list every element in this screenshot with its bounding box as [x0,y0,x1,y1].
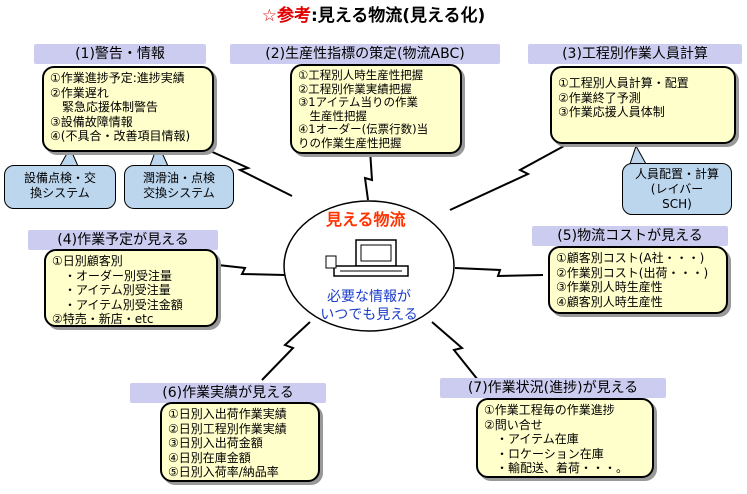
header-s4: (4)作業予定が見える [28,230,218,250]
header-s5: (5)物流コストが見える [532,226,728,246]
c3-line: 人員配置・計算 [634,167,719,181]
center-title: 見える物流 [326,210,406,229]
s7-line: ・ロケーション在庫 [484,446,604,461]
s4-line: ・アイテム別受注金額 [52,297,183,312]
s3-line: ③作業応援人員体制 [558,105,665,119]
s4-line: ・アイテム別受注量 [52,283,171,297]
s3-line: ①工程別人員計算・配置 [558,76,689,90]
s1-line: ①作業進捗予定:進捗実績 [50,71,185,85]
callout-tail-c3 [629,144,647,165]
box-s5: ①顧客別コスト(A社・・・) ②作業別コスト(出荷・・・) ③作業別人時生産性 … [548,246,728,314]
c1-line: 設備点検・交 [23,171,96,185]
s7-line: ・アイテム在庫 [484,432,579,446]
s5-line: ④顧客別人時生産性 [556,294,663,309]
s5-line: ①顧客別コスト(A社・・・) [556,251,705,265]
center-subtitle-line: いつでも見える [320,307,418,323]
s2-line: 生産性把握 [298,108,367,123]
s6-line: ③日別入出荷金額 [168,436,263,450]
callout-c2: 潤滑油・点検 交換システム [124,165,234,209]
connector-s1 [207,149,293,197]
s5-line: ②作業別コスト(出荷・・・) [556,265,709,280]
s4-line: ・オーダー別受注量 [52,268,173,283]
s6-line: ②日別工程別作業実績 [168,421,287,436]
s1-line: ④(不具合・改善項目情報) [50,129,191,143]
box-s1: ①作業進捗予定:進捗実績 ②作業遅れ 緊急応援体制警告 ③設備故障情報 ④(不具… [42,66,214,152]
c3-line: (レイバー [650,182,704,196]
c2-line: 潤滑油・点検 [142,171,215,185]
connector-s7 [431,321,479,381]
s2-line: りの作業生産性把握 [298,135,402,150]
callout-c1: 設備点検・交 換システム [4,165,116,209]
box-s2: ①工程別人時生産性把握 ②工程別作業実績把握 ③1アイテム当りの作業 生産性把握… [290,64,462,154]
s4-line: ②特売・新店・etc [52,312,154,326]
s1-line: ②作業遅れ [50,85,109,100]
s2-line: ④1オーダー(伝票行数)当 [298,122,429,136]
header-s7: (7)作業状況(進捗)が見える [440,378,666,398]
s2-line: ②工程別作業実績把握 [298,81,412,96]
connector-s2 [363,149,374,201]
s5-line: ③作業別人時生産性 [556,280,663,294]
s7-line: ①作業工程毎の作業進捗 [484,403,615,417]
center-subtitle-line: 必要な情報が [327,289,411,305]
s7-line: ・輸配送、着荷・・・。 [484,461,629,475]
center-subtitle: 必要な情報が いつでも見える [309,288,429,324]
computer-icon [325,239,409,277]
s4-line: ①日別顧客別 [52,254,123,268]
s3-line: ②作業終了予測 [558,90,641,105]
s1-line: ③設備故障情報 [50,114,133,129]
c1-line: 換システム [30,186,90,200]
connector-s6 [261,321,311,381]
connector-s3 [449,139,576,211]
c3-line: SCH) [662,197,692,211]
s6-line: ①日別入出荷作業実績 [168,407,287,421]
callout-c3: 人員配置・計算 (レイバー SCH) [622,163,732,215]
header-s3: (3)工程別作業人員計算 [528,44,742,64]
title-ref: 参考 [276,6,311,26]
box-s6: ①日別入出荷作業実績 ②日別工程別作業実績 ③日別入出荷金額 ④日別在庫金額 ⑤… [160,402,320,482]
c2-line: 交換システム [143,186,215,200]
header-s6: (6)作業実績が見える [130,383,326,403]
s2-line: ③1アイテム当りの作業 [298,95,418,109]
header-s2: (2)生産性指標の策定(物流ABC) [230,44,500,64]
s2-line: ①工程別人時生産性把握 [298,68,424,82]
box-s3: ①工程別人員計算・配置 ②作業終了予測 ③作業応援人員体制 [550,66,736,144]
box-s7: ①作業工程毎の作業進捗 ②問い合せ ・アイテム在庫 ・ロケーション在庫 ・輸配送… [476,398,654,478]
header-s1: (1)警告・情報 [34,44,206,64]
page-title: ☆参考:見える物流(見える化) [0,1,747,26]
star-icon: ☆ [261,6,277,26]
title-rest: :見える物流(見える化) [310,6,486,26]
box-s4: ①日別顧客別 ・オーダー別受注量 ・アイテム別受注量 ・アイテム別受注金額 ②特… [44,249,218,327]
connector-s5 [454,267,544,278]
connector-s4 [217,264,286,276]
s6-line: ④日別在庫金額 [168,450,251,465]
s7-line: ②問い合せ [484,417,543,432]
s6-line: ⑤日別入荷率/納品率 [168,465,279,479]
s1-line: 緊急応援体制警告 [50,100,159,114]
